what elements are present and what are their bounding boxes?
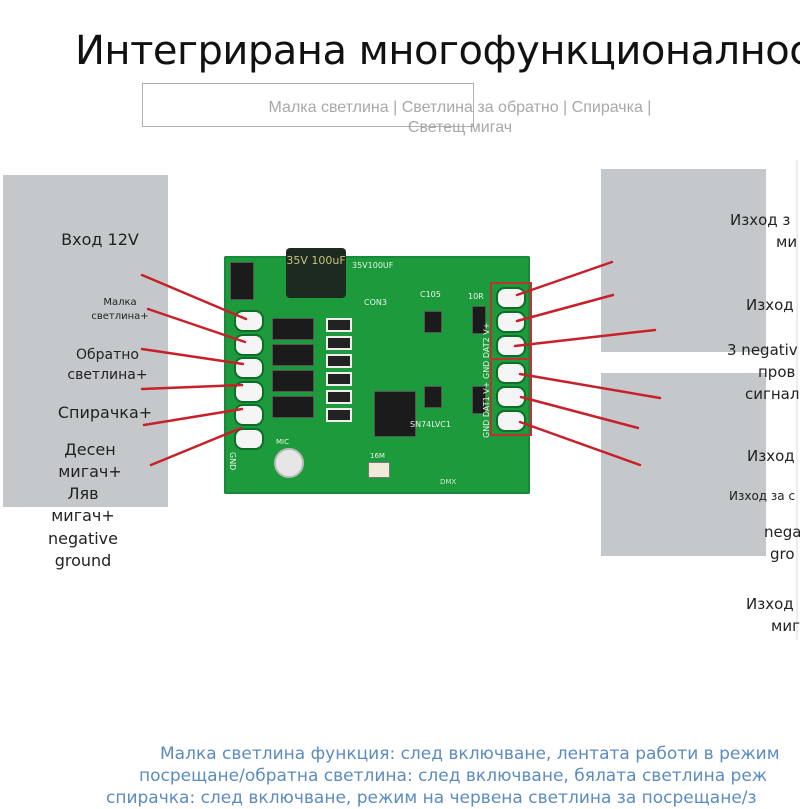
label-output-4: Изход за с — [729, 489, 796, 503]
label-brake: Спирачка+ — [57, 403, 153, 422]
silk-gnd: GND — [228, 452, 237, 471]
subtitle: Малка светлина | Светлина за обратно | С… — [200, 98, 720, 138]
label-output-3: Изход — [747, 447, 795, 465]
page-title: Интегрирана многофункционалнос — [75, 28, 800, 74]
pad-out-dat1 — [496, 386, 526, 408]
right-edge-divider — [796, 160, 798, 640]
right-label-panel-top — [601, 169, 766, 352]
label-output-2: Изход — [746, 296, 794, 314]
pad-right-turn — [234, 381, 264, 403]
pad-small-light — [234, 310, 264, 332]
pad-out-v1 — [496, 362, 526, 384]
pad-gnd — [234, 428, 264, 450]
silk-dmx: DMX — [440, 478, 457, 486]
silk-c105: C105 — [420, 290, 441, 299]
resistor — [326, 408, 352, 422]
silk-mic: MIC — [276, 438, 289, 446]
main-ic — [374, 391, 416, 437]
silk-16m: 16M — [370, 452, 385, 460]
resistor — [326, 354, 352, 368]
label-output-5: Изход миг — [746, 595, 800, 635]
label-negative-ground-2: nega gro — [764, 523, 800, 563]
diode-ss54 — [230, 262, 254, 300]
diode-2 — [272, 344, 314, 366]
resistor — [326, 372, 352, 386]
pad-out-gnd2 — [496, 335, 526, 357]
label-reverse-light: Обратно светлина+ — [67, 347, 148, 383]
subtitle-frame — [142, 83, 474, 127]
diode-1 — [272, 318, 314, 340]
label-output-1: Изход з ми — [730, 211, 798, 251]
label-negative-ground: negative ground — [48, 529, 118, 570]
pad-reverse — [234, 334, 264, 356]
resistor — [326, 318, 352, 332]
resistor-10r-bottom — [472, 386, 486, 414]
diode-3 — [272, 370, 314, 392]
ic-sn74lvc1-top — [424, 311, 442, 333]
label-left-turn: Ляв мигач+ — [51, 484, 115, 525]
resistor — [326, 390, 352, 404]
pad-brake — [234, 357, 264, 379]
silk-output-pins: GND DAT1 V+ GND DAT2 V+ — [482, 322, 491, 438]
diode-4 — [272, 396, 314, 418]
pad-out-gnd1 — [496, 410, 526, 432]
function-description: Малка светлина функция: след включване, … — [106, 744, 780, 808]
label-right-turn: Десен мигач+ — [58, 440, 122, 481]
silk-sn74lvc1: SN74LVC1 — [410, 420, 451, 429]
resistor-10r-top — [472, 306, 486, 334]
crystal-16m — [368, 462, 390, 478]
label-small-light: Малка светлина+ — [91, 297, 149, 322]
silk-35v100uf: 35V100UF — [352, 261, 394, 270]
silk-10r: 10R — [468, 292, 484, 301]
pad-out-v2 — [496, 287, 526, 309]
label-negative-signal: 3 negativ пров сигнал — [727, 341, 800, 403]
left-label-panel — [3, 175, 168, 507]
subtitle-line-2: Светещ мигач — [407, 119, 513, 136]
pcb-board: 35V 100uF 35V100UF CON3 GND C105 10R SN7… — [224, 248, 532, 494]
pad-left-turn — [234, 404, 264, 426]
resistor — [326, 336, 352, 350]
label-input-12v: Вход 12V — [61, 230, 139, 249]
ic-sn74lvc1-bottom — [424, 386, 442, 408]
microphone — [274, 448, 304, 478]
capacitor: 35V 100uF — [286, 248, 346, 298]
subtitle-line-1: Малка светлина | Светлина за обратно | С… — [268, 99, 652, 116]
silk-con3: CON3 — [364, 298, 387, 307]
pad-out-dat2 — [496, 311, 526, 333]
